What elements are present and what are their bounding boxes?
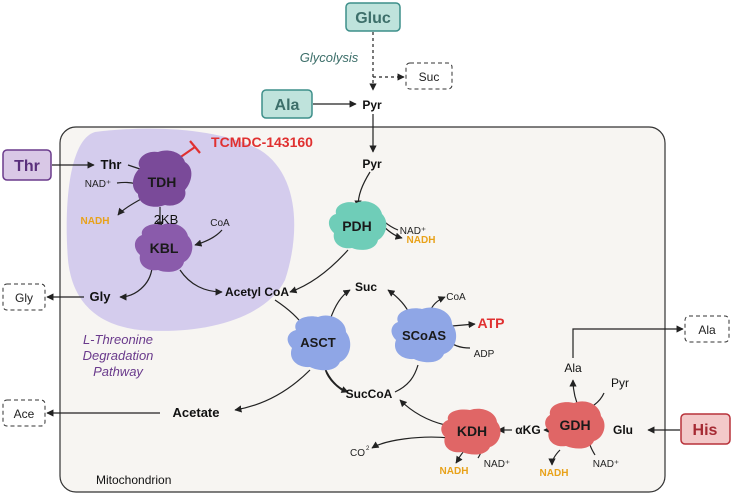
- his-input-box: His: [680, 413, 731, 445]
- kdh-label: KDH: [457, 423, 487, 439]
- tdh-label: TDH: [148, 174, 177, 190]
- svg-text:CO: CO: [350, 448, 365, 459]
- pathway-name-line3: Pathway: [93, 364, 144, 379]
- suc-label: Suc: [355, 280, 377, 294]
- adp-label: ADP: [474, 349, 495, 360]
- 2kb-label: 2KB: [154, 212, 179, 227]
- thr-input-label: Thr: [14, 158, 40, 175]
- thr-label: Thr: [101, 157, 122, 172]
- ala-input-box: Ala: [261, 89, 313, 119]
- acetate-label: Acetate: [173, 405, 220, 420]
- glycolysis-label: Glycolysis: [300, 50, 359, 65]
- nad-tdh-label: NAD⁺: [85, 179, 111, 190]
- ace-output-box: Ace: [2, 399, 46, 427]
- inhibitor-label: TCMDC-143160: [211, 134, 313, 150]
- nad-pdh-label: NAD⁺: [400, 226, 426, 237]
- kdh-enzyme: KDH: [441, 408, 501, 455]
- nad-gdh-label: NAD⁺: [593, 459, 619, 470]
- succoa-label: SucCoA: [346, 387, 393, 401]
- tdh-enzyme: TDH: [132, 150, 192, 207]
- pyr-cytosol-label: Pyr: [362, 98, 382, 112]
- nadh-pdh-label: NADH: [407, 235, 436, 246]
- gdh-label: GDH: [559, 417, 590, 433]
- glu-label: Glu: [613, 423, 633, 437]
- pdh-enzyme: PDH: [328, 201, 387, 250]
- his-input-label: His: [693, 422, 718, 439]
- thr-input-box: Thr: [2, 149, 52, 181]
- gly-output-label: Gly: [15, 291, 33, 305]
- nadh-tdh-label: NADH: [81, 216, 110, 227]
- scoas-label: SCoAS: [402, 328, 446, 343]
- ala-input-label: Ala: [275, 97, 300, 114]
- scoas-enzyme: SCoAS: [391, 307, 457, 363]
- suc-output-box: Suc: [405, 62, 453, 90]
- mitochondrion-label: Mitochondrion: [96, 473, 171, 487]
- suc-output-label: Suc: [419, 70, 440, 84]
- ala-output-box: Ala: [684, 315, 730, 343]
- nad-kdh-label: NAD⁺: [484, 459, 510, 470]
- ala-output-label: Ala: [698, 323, 716, 337]
- ace-output-label: Ace: [14, 407, 35, 421]
- pathway-name-line1: L-Threonine: [83, 332, 153, 347]
- atp-label: ATP: [478, 315, 505, 331]
- kbl-label: KBL: [150, 240, 179, 256]
- nadh-gdh-label: NADH: [540, 468, 569, 479]
- asct-enzyme: ASCT: [287, 315, 351, 371]
- pdh-label: PDH: [342, 218, 372, 234]
- asct-label: ASCT: [300, 335, 335, 350]
- svg-text:2: 2: [366, 446, 370, 452]
- gluc-input-box: Gluc: [345, 2, 401, 32]
- gly-label: Gly: [90, 289, 112, 304]
- gluc-label: Gluc: [355, 10, 391, 27]
- coa-scoas-label: CoA: [446, 292, 466, 303]
- nadh-kdh-label: NADH: [440, 466, 469, 477]
- akg-label: αKG: [515, 423, 540, 437]
- gdh-enzyme: GDH: [545, 401, 605, 449]
- pyr-mito-label: Pyr: [362, 157, 382, 171]
- acetyl-coa-label: Acetyl CoA: [225, 285, 289, 299]
- pyr-gdh-label: Pyr: [611, 376, 629, 390]
- co2-label: CO 2: [350, 446, 370, 459]
- coa-kbl-label: CoA: [210, 218, 230, 229]
- gly-output-box: Gly: [2, 283, 46, 311]
- kbl-enzyme: KBL: [134, 223, 193, 272]
- arrows: [46, 32, 684, 466]
- pathway-name-line2: Degradation: [83, 348, 154, 363]
- ala-gdh-label: Ala: [564, 361, 582, 375]
